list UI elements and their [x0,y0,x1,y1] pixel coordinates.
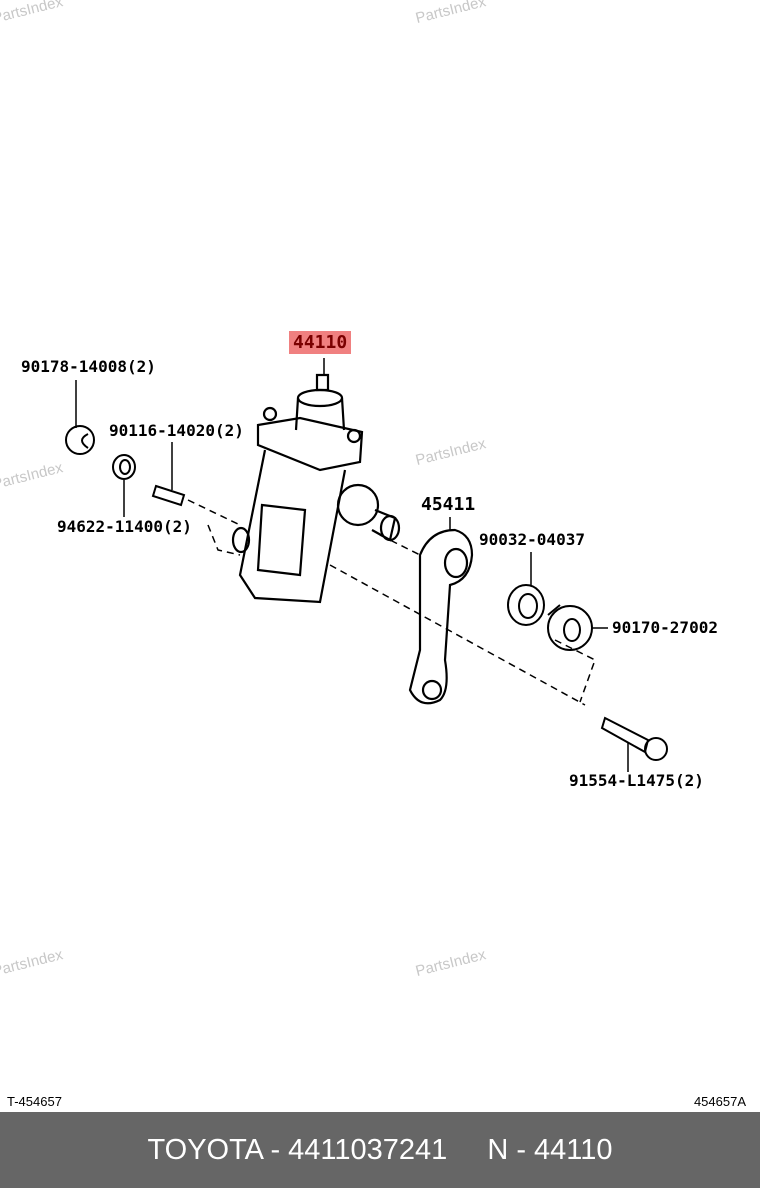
nut-90170 [547,604,593,651]
callout-90178[interactable]: 90178-14008(2) [21,357,156,376]
footer-part-number: TOYOTA - 4411037241 [147,1133,448,1166]
assembly-lines [187,499,596,706]
callout-90032[interactable]: 90032-04037 [479,530,585,549]
callout-90116[interactable]: 90116-14020(2) [109,421,244,440]
diagram-code-left: T-454657 [7,1094,62,1109]
footer-bar: TOYOTA - 4411037241 N - 44110 [0,1112,760,1188]
callout-main-part[interactable]: 44110 [289,331,352,354]
stud-90116 [151,484,186,507]
callout-90170[interactable]: 90170-27002 [612,618,718,637]
pitman-arm-45411 [408,528,474,705]
diagram-code-right: 454657A [693,1094,746,1109]
footer-ref-number: N - 44110 [487,1133,613,1166]
callout-45411[interactable]: 45411 [421,494,476,515]
washer-90032 [507,584,545,626]
cushion-90178 [65,425,95,455]
callout-91554[interactable]: 91554-L1475(2) [569,771,704,790]
washer-94622 [112,454,136,480]
steering-gearbox [231,373,401,604]
bolt-91554 [600,716,668,761]
callout-94622[interactable]: 94622-11400(2) [57,517,192,536]
